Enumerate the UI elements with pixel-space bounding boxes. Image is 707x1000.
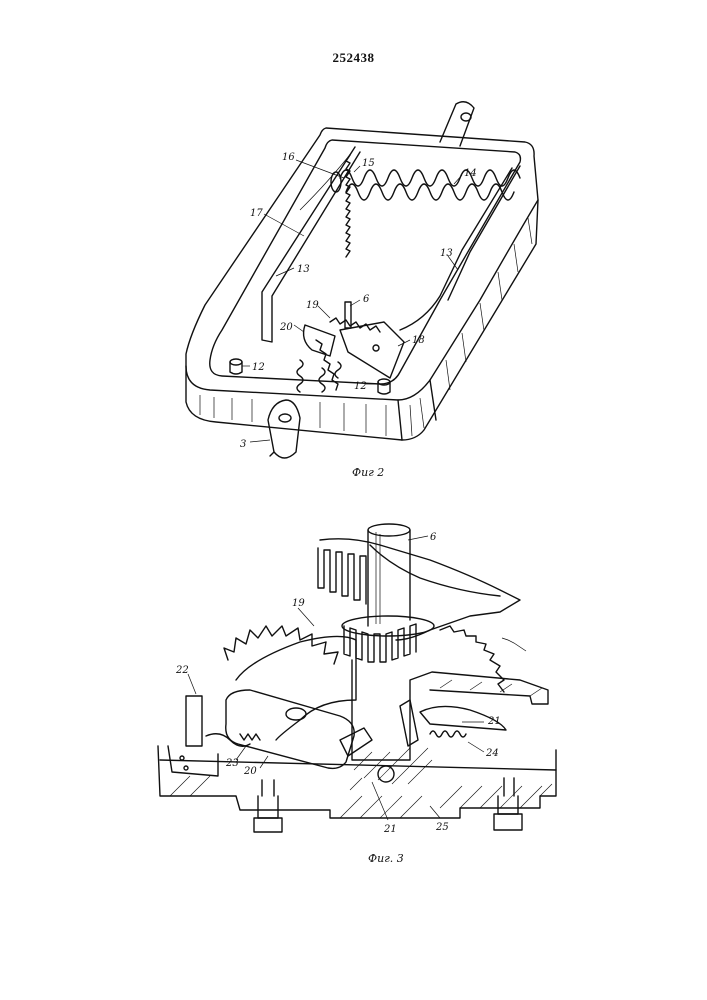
fig3-label-21a: 21 [487, 716, 501, 727]
fig2-label-13a: 13 [297, 264, 310, 275]
fig2-label-6: 6 [363, 294, 370, 305]
fig2-label-14: 14 [464, 168, 477, 179]
fig2-label-12b: 12 [354, 381, 367, 392]
fig2-label-16: 16 [282, 152, 295, 163]
fig2-label-19: 19 [306, 300, 319, 311]
figure-3-drawing [158, 524, 556, 832]
fig2-label-17: 17 [250, 208, 263, 219]
fig3-label-22: 22 [175, 665, 189, 676]
fig2-label-20: 20 [279, 322, 293, 333]
fig3-label-25: 25 [435, 822, 449, 833]
fig2-spring [331, 170, 520, 200]
fig3-label-21b: 21 [383, 824, 397, 835]
fig2-label-12a: 12 [252, 362, 265, 373]
fig3-label-23: 23 [225, 758, 239, 769]
fig3-label-19: 19 [292, 598, 305, 609]
fig2-mechanism [297, 302, 404, 392]
fig2-label-13b: 13 [440, 248, 453, 259]
fig2-handles [268, 102, 474, 458]
fig2-label-18: 18 [412, 335, 425, 346]
fig3-label-24: 24 [485, 748, 499, 759]
fig2-label-3: 3 [240, 439, 246, 450]
fig2-caption: Фиг 2 [352, 466, 384, 479]
fig3-label-20: 20 [243, 766, 257, 777]
fig3-caption: Фиг. 3 [368, 852, 404, 865]
fig3-label-6: 6 [430, 532, 437, 543]
fig2-label-15: 15 [362, 158, 375, 169]
